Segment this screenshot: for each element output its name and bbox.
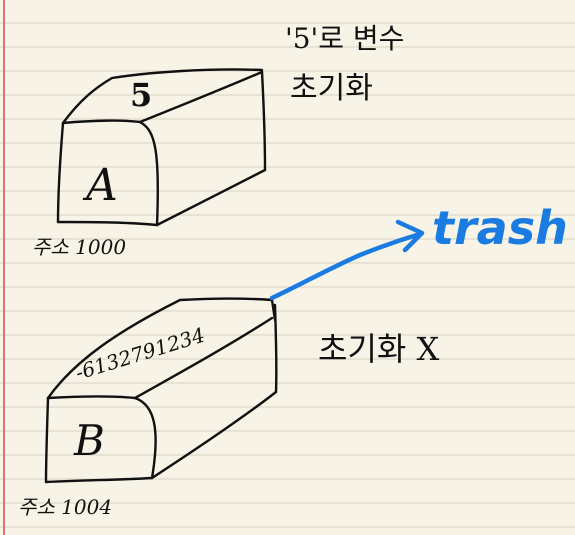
trash-label: trash: [432, 201, 568, 255]
box-a-address: 주소 1000: [32, 235, 126, 259]
annotation-a-line1: '5'로 변수: [285, 22, 404, 55]
arrow-to-trash: [269, 219, 425, 301]
box-a-drawing: [56, 68, 267, 227]
box-b-drawing: [44, 297, 278, 484]
box-b-letter: B: [73, 416, 105, 465]
box-b-address: 주소 1004: [18, 495, 112, 519]
annotation-a-line2: 초기화: [290, 71, 373, 106]
box-a-value: 5: [130, 76, 152, 114]
box-a-letter: A: [82, 160, 118, 211]
ruled-lines: [0, 22, 575, 528]
annotation-b: 초기화 X: [318, 330, 439, 368]
